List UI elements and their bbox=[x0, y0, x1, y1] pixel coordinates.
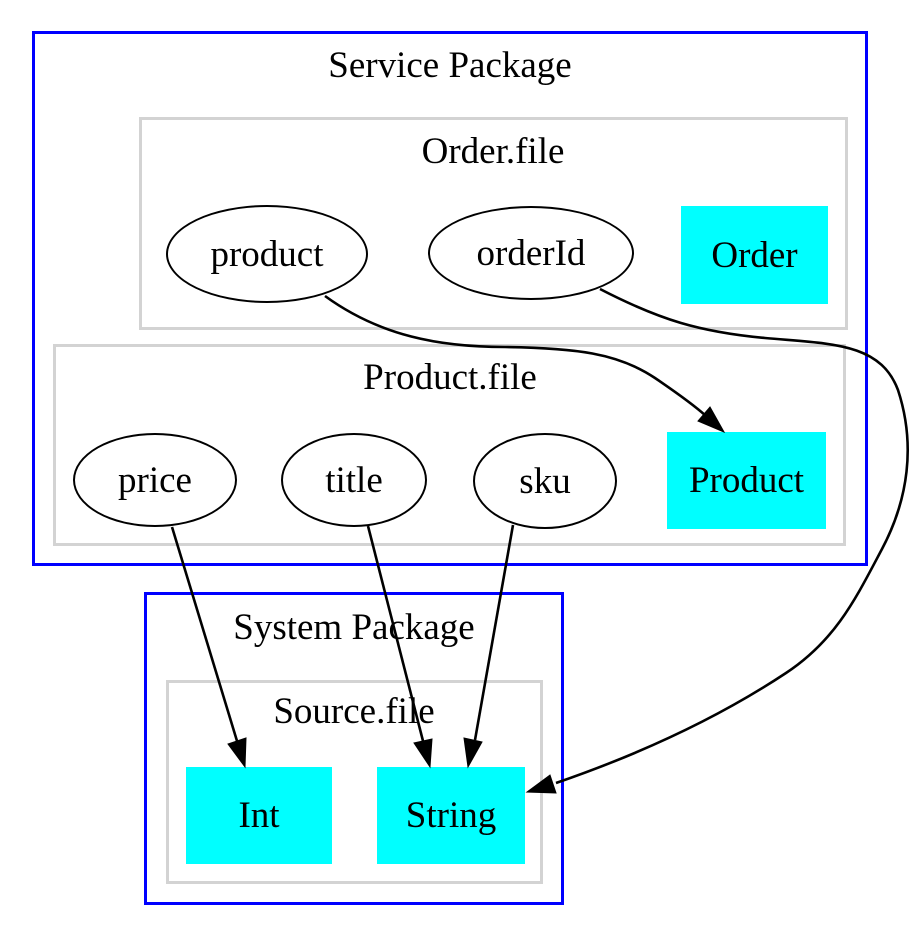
cluster-source-file-label: Source.file bbox=[273, 691, 435, 732]
node-order-type-label: Order bbox=[711, 234, 798, 276]
node-title-label: title bbox=[325, 459, 383, 501]
node-string-type: String bbox=[377, 767, 525, 864]
node-product-label: product bbox=[210, 233, 324, 275]
node-title: title bbox=[281, 433, 427, 527]
node-product: product bbox=[166, 205, 368, 303]
node-order-type: Order bbox=[681, 206, 828, 304]
cluster-service-package-label: Service Package bbox=[328, 45, 572, 86]
node-int-type-label: Int bbox=[238, 795, 280, 836]
node-product-type: Product bbox=[667, 432, 826, 529]
cluster-system-package-label: System Package bbox=[233, 607, 475, 648]
node-product-type-label: Product bbox=[688, 460, 805, 501]
node-int-type: Int bbox=[186, 767, 332, 864]
node-price: price bbox=[73, 433, 237, 527]
node-sku: sku bbox=[473, 433, 617, 529]
node-orderid-label: orderId bbox=[476, 232, 586, 274]
node-price-label: price bbox=[118, 459, 192, 501]
node-string-type-label: String bbox=[405, 795, 497, 836]
cluster-order-file-label: Order.file bbox=[421, 131, 565, 172]
node-sku-label: sku bbox=[519, 460, 571, 502]
node-orderid: orderId bbox=[428, 206, 634, 300]
cluster-product-file-label: Product.file bbox=[363, 357, 537, 398]
